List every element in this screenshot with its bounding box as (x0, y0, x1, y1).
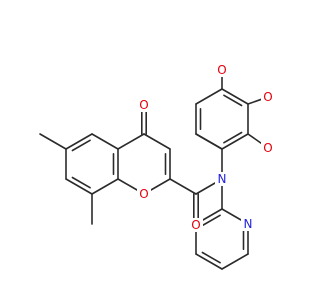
bond-ar-c-inner (223, 94, 243, 107)
bond-ar-ome-low (247, 133, 264, 145)
ketone-oxygen-label: O (139, 98, 148, 112)
bond-benzo-c-inner (71, 176, 91, 189)
ring-oxygen-label: O (139, 187, 148, 201)
bond-benzo-f (91, 133, 119, 150)
pyridine-nitrogen-bg (241, 217, 255, 231)
methoxy-oxygen-top-bg (215, 63, 229, 77)
bond-benzo-d (91, 178, 119, 195)
amide-oxygen-bg (189, 218, 203, 232)
bond-ar-ome-mid (247, 98, 263, 105)
bond-py-a-inner (201, 214, 221, 227)
amide-oxygen-label: O (191, 218, 200, 232)
bond-camide-n (195, 181, 217, 195)
pyridine-nitrogen-label: N (244, 217, 253, 231)
amide-nitrogen-label: N (218, 172, 227, 186)
bond-py-c-inner (201, 251, 221, 264)
bond-ar-e (221, 133, 249, 150)
methoxy-oxygen-low-label: O (263, 141, 272, 155)
bond-o1-c8a (117, 178, 139, 192)
bond-ar-c (221, 88, 249, 105)
bond-ar-f (195, 133, 223, 150)
molecule-diagram: O O O N N O O O (39, 63, 275, 270)
bond-benzo-a-inner (71, 139, 91, 152)
bond-c2-o1 (149, 178, 171, 192)
bond-ar-b (195, 88, 223, 105)
bond-py-c (195, 253, 223, 270)
bond-c4a-c4 (117, 133, 145, 150)
bond-methyl-6 (39, 133, 67, 150)
atom-label-layer: O O O N N O O O (137, 63, 275, 232)
methoxy-oxygen-mid-bg (261, 90, 275, 104)
amide-nitrogen-bg (215, 172, 229, 186)
methoxy-oxygen-top-label: O (217, 63, 226, 77)
ketone-oxygen-bg (137, 98, 151, 112)
bond-py-d (221, 253, 249, 270)
bond-ar-e-inner (223, 131, 243, 144)
bond-c4-c3 (143, 133, 171, 150)
bond-benzo-c (65, 178, 93, 195)
methoxy-oxygen-mid-label: O (263, 90, 272, 104)
bond-c2-camide (169, 178, 197, 195)
methoxy-oxygen-low-bg (261, 141, 275, 155)
molecule-structure-svg: O O O N N O O O (39, 63, 275, 270)
ring-oxygen-bg (137, 187, 151, 201)
bond-benzo-a (65, 133, 93, 150)
